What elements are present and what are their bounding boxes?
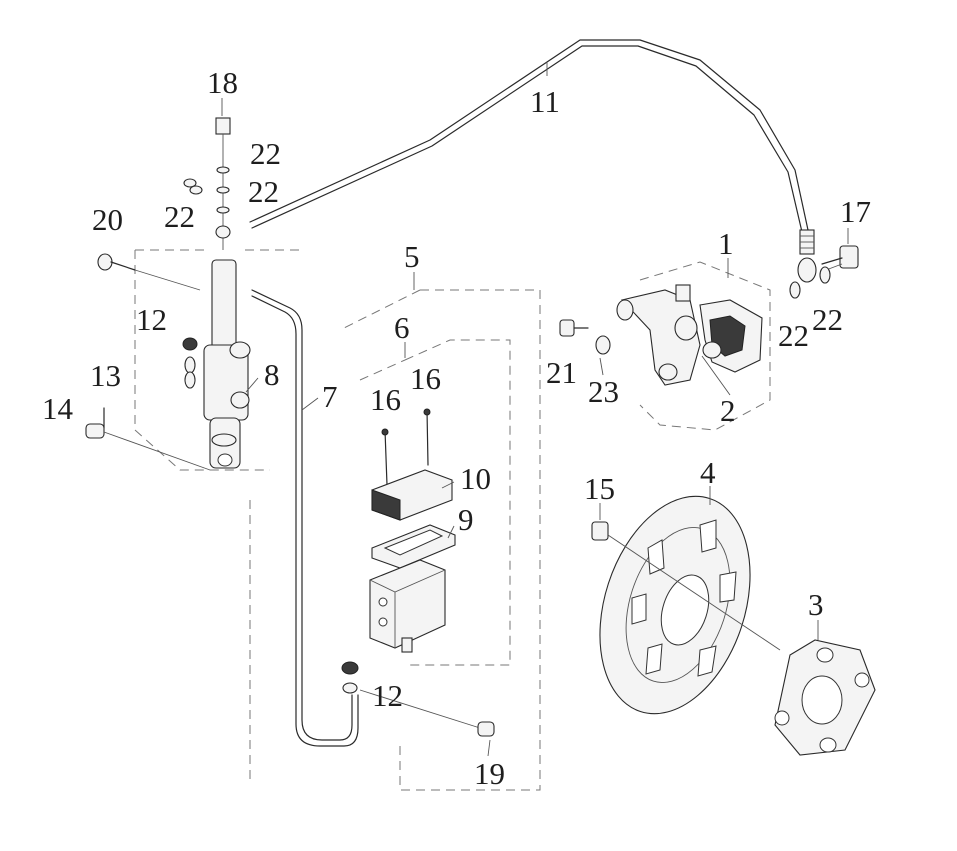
callout-18: 18 bbox=[207, 65, 238, 100]
master-cylinder-8 bbox=[184, 259, 251, 469]
clip-12-upper bbox=[182, 337, 198, 351]
assembly-outline-5 bbox=[339, 289, 541, 791]
callout-22: 22 bbox=[250, 136, 281, 171]
bolt-20 bbox=[97, 253, 201, 291]
callout-10: 10 bbox=[460, 461, 491, 496]
assembly-outline-6 bbox=[359, 339, 511, 666]
callout-3: 3 bbox=[808, 587, 824, 622]
callout-9: 9 bbox=[458, 502, 474, 537]
washer-22-left bbox=[183, 178, 203, 195]
screw-14 bbox=[85, 423, 211, 471]
callout-labels: 18 11 22 22 22 20 5 1 17 12 6 22 22 13 8… bbox=[42, 65, 871, 791]
callout-16: 16 bbox=[410, 361, 441, 396]
bolt-17 bbox=[821, 245, 859, 271]
callout-16: 16 bbox=[370, 382, 401, 417]
reservoir-body bbox=[369, 559, 446, 653]
screw-19 bbox=[359, 689, 495, 737]
diaphragm-9 bbox=[371, 524, 456, 569]
washers-22-right bbox=[789, 266, 831, 299]
callout-22: 22 bbox=[778, 318, 809, 353]
bushing-23 bbox=[595, 335, 611, 355]
callout-15: 15 bbox=[584, 471, 615, 506]
leader-lines bbox=[221, 62, 849, 757]
brake-disc-4 bbox=[599, 495, 751, 715]
callout-13: 13 bbox=[90, 358, 121, 393]
callout-6: 6 bbox=[394, 310, 410, 345]
callout-5: 5 bbox=[404, 239, 420, 274]
caliper-outline bbox=[639, 261, 771, 431]
callout-7: 7 bbox=[322, 379, 338, 414]
callout-23: 23 bbox=[588, 374, 619, 409]
callout-22: 22 bbox=[248, 174, 279, 209]
bolt-21 bbox=[559, 319, 589, 337]
callout-22: 22 bbox=[164, 199, 195, 234]
callout-22: 22 bbox=[812, 302, 843, 337]
banjo-bolt-18 bbox=[215, 117, 231, 250]
callout-8: 8 bbox=[264, 357, 280, 392]
caliper-bracket-2 bbox=[699, 299, 763, 373]
callout-12: 12 bbox=[136, 302, 167, 337]
callout-2: 2 bbox=[720, 393, 736, 428]
callout-17: 17 bbox=[840, 194, 871, 229]
callout-21: 21 bbox=[546, 355, 577, 390]
callout-11: 11 bbox=[530, 84, 560, 119]
callout-12: 12 bbox=[372, 678, 403, 713]
reservoir-cap-10 bbox=[371, 469, 453, 521]
callout-20: 20 bbox=[92, 202, 123, 237]
bolt-15 bbox=[591, 521, 781, 651]
callout-4: 4 bbox=[700, 455, 716, 490]
callout-1: 1 bbox=[718, 226, 734, 261]
clip-12-lower bbox=[341, 661, 359, 694]
callout-14: 14 bbox=[42, 391, 74, 426]
callout-19: 19 bbox=[474, 756, 505, 791]
master-cylinder-outline bbox=[134, 249, 300, 780]
hose-7 bbox=[251, 289, 359, 747]
screws-16 bbox=[381, 408, 431, 486]
brake-hose-11 bbox=[249, 39, 817, 283]
caliper-1 bbox=[616, 284, 701, 386]
hub-3 bbox=[774, 639, 876, 756]
